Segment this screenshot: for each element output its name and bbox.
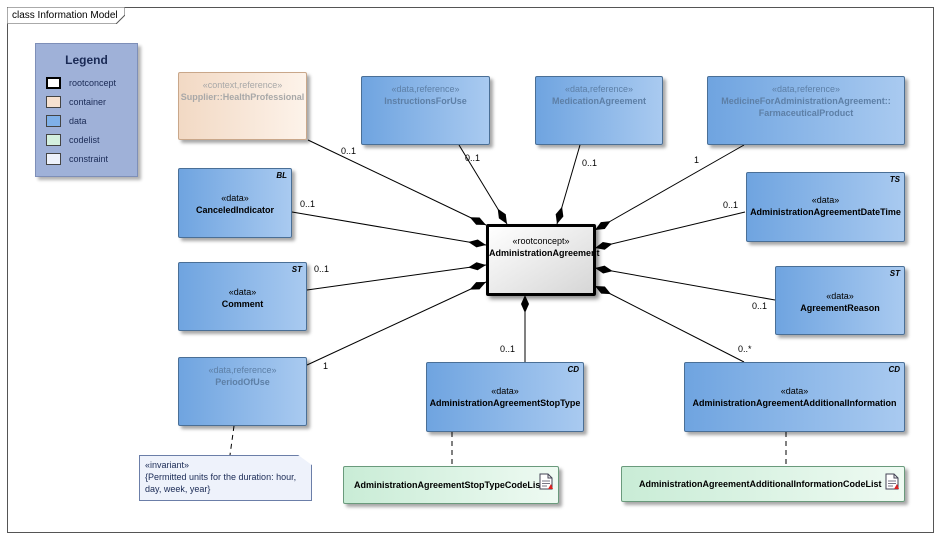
class-additionalinformation-codelist[interactable]: AdministrationAgreementAdditionalInforma… [621, 466, 905, 502]
legend-label: data [69, 116, 87, 126]
class-datatype-tag: CD [567, 365, 579, 374]
document-icon [885, 473, 899, 490]
class-stereotype: «rootconcept» [512, 236, 570, 246]
class-name: AgreementReason [800, 303, 880, 313]
class-administrationagreement-root[interactable]: «rootconcept» AdministrationAgreement [486, 224, 600, 296]
multiplicity-period: 1 [323, 361, 329, 371]
class-name: MedicineForAdministrationAgreement:: [721, 96, 891, 106]
class-name: MedicationAgreement [551, 96, 647, 106]
legend-label: constraint [69, 154, 109, 164]
class-stereotype: «data» [811, 195, 840, 205]
edge-supplier [307, 139, 487, 226]
note-line-3: day, week, year} [145, 484, 211, 494]
legend-label: container [69, 97, 107, 107]
legend-label: codelist [69, 135, 100, 145]
class-stoptype-codelist[interactable]: AdministrationAgreementStopTypeCodeList [343, 466, 559, 504]
legend-swatch-rootconcept [46, 77, 61, 89]
class-medicationagreement[interactable]: «data,reference» MedicationAgreement [535, 76, 663, 145]
class-instructionsforuse[interactable]: «data,reference» InstructionsForUse [361, 76, 490, 145]
class-stereotype: «data,reference» [771, 84, 841, 94]
class-stereotype: «context,reference» [202, 80, 283, 90]
class-stereotype: «data,reference» [564, 84, 634, 94]
class-name: AdministrationAgreementAdditionalInforma… [692, 398, 897, 408]
class-medicine-farmaceuticalproduct[interactable]: «data,reference» MedicineForAdministrati… [707, 76, 905, 145]
class-stereotype: «data» [491, 386, 519, 396]
class-name: Supplier::HealthProfessional [180, 92, 305, 102]
frame-title-tab [7, 7, 125, 24]
multiplicity-comment: 0..1 [314, 264, 330, 274]
legend-swatch-codelist [46, 134, 61, 146]
class-datatype-tag: CD [888, 365, 900, 374]
invariant-note[interactable]: «invariant» {Permitted units for the dur… [139, 455, 312, 501]
edge-medication [555, 144, 581, 225]
multiplicity-medicine: 1 [694, 155, 700, 165]
legend-swatch-constraint [46, 153, 61, 165]
class-datatype-tag: TS [889, 175, 900, 184]
multiplicity-stoptype: 0..1 [500, 344, 516, 354]
edge-datetime [594, 211, 746, 250]
class-supplier-healthprofessional[interactable]: «context,reference» Supplier::HealthProf… [178, 72, 307, 140]
legend-title: Legend [65, 53, 108, 67]
class-stereotype: «data» [221, 193, 249, 203]
multiplicity-medication: 0..1 [582, 158, 598, 168]
class-stereotype: «data,reference» [208, 365, 277, 375]
edge-instructions [458, 144, 508, 225]
multiplicity-reason: 0..1 [752, 301, 768, 311]
legend: Legend rootconcept container data codeli… [35, 43, 138, 177]
class-stereotype: «data,reference» [391, 84, 460, 94]
edge-canceled [291, 211, 487, 248]
frame-title: class Information Model [12, 10, 118, 21]
class-name: Comment [221, 299, 264, 309]
legend-label: rootconcept [69, 78, 117, 88]
edge-reason [594, 265, 776, 301]
class-name: AdministrationAgreementStopType [429, 398, 581, 408]
class-stereotype: «data» [826, 291, 854, 301]
class-name-line2: FarmaceuticalProduct [758, 108, 854, 118]
class-stereotype: «data» [780, 386, 809, 396]
multiplicity-supplier: 0..1 [341, 146, 357, 156]
edge-period [306, 281, 487, 366]
class-canceledindicator[interactable]: BL «data» CanceledIndicator [178, 168, 292, 238]
class-administrationagreementdatetime[interactable]: TS «data» AdministrationAgreementDateTim… [746, 172, 905, 242]
multiplicity-canceled: 0..1 [300, 199, 316, 209]
edge-additional [594, 285, 745, 363]
edge-medicine [594, 144, 745, 231]
class-administrationagreementstoptype[interactable]: CD «data» AdministrationAgreementStopTyp… [426, 362, 584, 432]
class-stereotype: «data» [228, 287, 257, 297]
class-name: CanceledIndicator [195, 205, 275, 215]
legend-swatch-container [46, 96, 61, 108]
class-datatype-tag: ST [889, 269, 900, 278]
class-agreementreason[interactable]: ST «data» AgreementReason [775, 266, 905, 335]
document-icon [539, 473, 553, 490]
class-name: AdministrationAgreementDateTime [750, 207, 901, 217]
multiplicity-instructions: 0..1 [465, 153, 481, 163]
note-line-1: «invariant» [145, 460, 190, 470]
class-name: AdministrationAgreement [489, 248, 600, 258]
class-name: InstructionsForUse [384, 96, 467, 106]
multiplicity-datetime: 0..1 [723, 200, 739, 210]
class-comment[interactable]: ST «data» Comment [178, 262, 307, 331]
multiplicity-additional: 0..* [738, 344, 752, 354]
class-administrationagreementadditionalinformation[interactable]: CD «data» AdministrationAgreementAdditio… [684, 362, 905, 432]
class-name: AdministrationAgreementStopTypeCodeList [354, 480, 544, 490]
class-datatype-tag: ST [291, 265, 302, 274]
class-name: AdministrationAgreementAdditionalInforma… [639, 479, 882, 489]
class-name: PeriodOfUse [215, 377, 270, 387]
class-periodofuse[interactable]: «data,reference» PeriodOfUse [178, 357, 307, 426]
class-datatype-tag: BL [276, 171, 287, 180]
legend-swatch-data [46, 115, 61, 127]
edge-note-dashed [229, 425, 235, 456]
edge-comment [306, 262, 487, 291]
note-line-2: {Permitted units for the duration: hour, [145, 472, 297, 482]
